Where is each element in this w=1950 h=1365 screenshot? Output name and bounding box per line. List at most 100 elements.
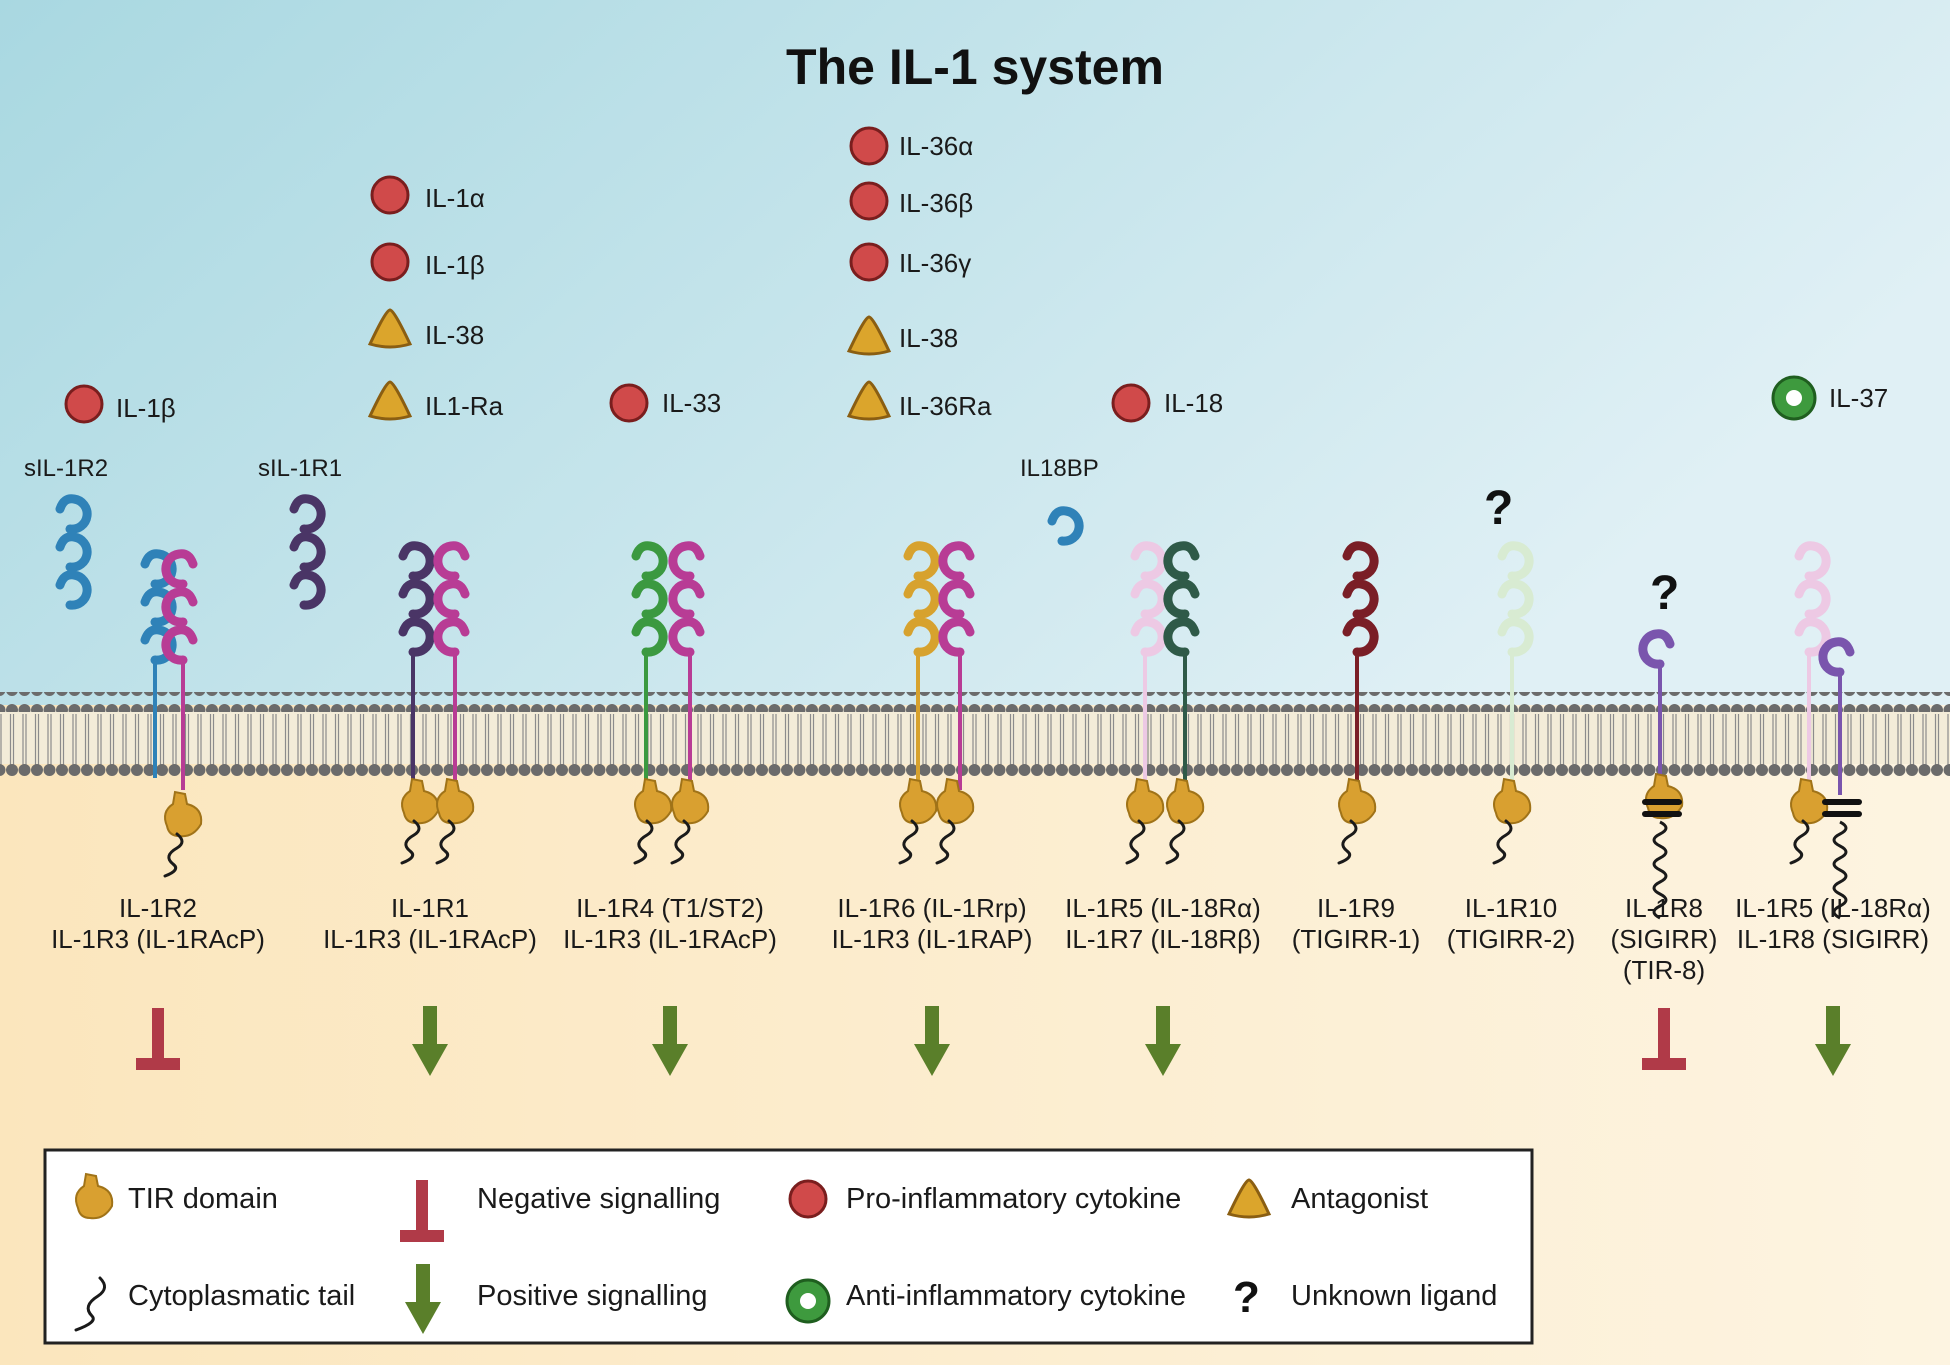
ligand-label-il1b: IL-1β bbox=[425, 250, 485, 280]
legend-tail-icon bbox=[74, 1276, 106, 1332]
positive-signal-arrow bbox=[1815, 1006, 1851, 1076]
receptor-label-line: IL-1R10 bbox=[1464, 893, 1558, 923]
cytoplasmic-tail bbox=[670, 819, 691, 865]
receptor-label-line: IL-1R8 (SIGIRR) bbox=[1736, 924, 1930, 954]
tir-shape bbox=[436, 777, 475, 825]
receptor-il1r9 bbox=[1342, 541, 1379, 790]
soluble-receptor-sil1r1 bbox=[289, 494, 326, 610]
ig-domain bbox=[433, 541, 470, 657]
ligand-il1a bbox=[370, 175, 410, 215]
cytoplasmic-tail bbox=[435, 819, 456, 865]
tir-domain bbox=[634, 777, 673, 825]
ig-domain bbox=[1638, 629, 1675, 669]
ig-domain bbox=[1342, 541, 1379, 657]
receptor-label: IL-1R4 (T1/ST2)IL-1R3 (IL-1RAcP) bbox=[520, 893, 820, 955]
cell-membrane bbox=[0, 692, 1950, 778]
ig-domain bbox=[289, 494, 326, 610]
receptor-il1r5-b bbox=[1794, 541, 1831, 790]
cytoplasmic-tail bbox=[163, 832, 184, 878]
receptor-label-line: (TIGIRR-2) bbox=[1446, 924, 1576, 954]
soluble-receptor-sil1r2 bbox=[55, 494, 92, 610]
ig-domain bbox=[938, 541, 975, 657]
band bbox=[1642, 811, 1682, 817]
tir-shape bbox=[671, 777, 710, 825]
tir-shape bbox=[1338, 777, 1377, 825]
legend-unknown-icon: ? bbox=[1233, 1273, 1260, 1322]
receptor-label: IL-1R5 (IL-18Rα)IL-1R8 (SIGIRR) bbox=[1683, 893, 1950, 955]
receptor-il1r3-a bbox=[161, 549, 198, 790]
legend-positive-icon bbox=[405, 1264, 441, 1334]
ig-domain bbox=[1794, 541, 1831, 657]
tir-shape bbox=[936, 777, 975, 825]
receptor-il1r7 bbox=[1163, 541, 1200, 790]
legend-label-pro: Pro-inflammatory cytokine bbox=[846, 1183, 1182, 1215]
ig-domain bbox=[398, 541, 435, 657]
tir-shape bbox=[899, 777, 938, 825]
ligand-label-il37: IL-37 bbox=[1829, 383, 1889, 413]
ligand-label-il1b-left: IL-1β bbox=[116, 393, 176, 423]
ligand-il38 bbox=[367, 308, 413, 349]
cytoplasmic-tail bbox=[1337, 819, 1358, 865]
ig-domain bbox=[1163, 541, 1200, 657]
receptor-label-line: IL-1R4 (T1/ST2) bbox=[576, 893, 764, 923]
ig-domain bbox=[1818, 637, 1855, 677]
receptor-layer bbox=[55, 494, 1862, 920]
tir-shape bbox=[1126, 777, 1165, 825]
legend-label-tir: TIR domain bbox=[128, 1183, 278, 1215]
receptor-label-line: IL-1R9 bbox=[1316, 893, 1396, 923]
legend-negative-icon bbox=[400, 1180, 444, 1242]
receptor-il1r8 bbox=[1638, 629, 1675, 795]
legend-label-antagonist: Antagonist bbox=[1291, 1183, 1429, 1215]
ligand-label-il18: IL-18 bbox=[1164, 388, 1224, 418]
receptor-label-line: IL-1R6 (IL-1Rrp) bbox=[837, 893, 1027, 923]
tir-domain bbox=[899, 777, 938, 825]
cytoplasmic-tail bbox=[935, 819, 956, 865]
tir-domain-il1r8 bbox=[1645, 772, 1684, 820]
receptor-label-line: IL-1R3 (IL-1RAP) bbox=[831, 924, 1033, 954]
legend-label-unknown: Unknown ligand bbox=[1291, 1280, 1498, 1312]
cytoplasmic-tail-il1r8 bbox=[1652, 820, 1668, 920]
tir-domain bbox=[1338, 777, 1377, 825]
receptor-label: IL-1R9(TIGIRR-1) bbox=[1206, 893, 1506, 955]
tir-domain bbox=[1166, 777, 1205, 825]
bar-base bbox=[136, 1058, 180, 1070]
receptor-label-line: IL-1R1 bbox=[390, 893, 470, 923]
ligand-il36g bbox=[849, 242, 889, 282]
tir-shape bbox=[1493, 777, 1532, 825]
cytoplasmic-tail bbox=[898, 819, 919, 865]
receptor-il1r3-d bbox=[938, 541, 975, 790]
tir-domain bbox=[936, 777, 975, 825]
band bbox=[1642, 799, 1682, 805]
cytoplasmic-tail bbox=[633, 819, 654, 865]
receptor-il1r10 bbox=[1497, 541, 1534, 790]
legend-label-tail: Cytoplasmatic tail bbox=[128, 1280, 356, 1312]
legend-box bbox=[43, 1148, 1534, 1345]
receptor-label-line: IL-1R3 (IL-1RAcP) bbox=[563, 924, 777, 954]
positive-signal-arrow bbox=[914, 1006, 950, 1076]
tir-domain bbox=[1493, 777, 1532, 825]
ligand-label-il1ra: IL1-Ra bbox=[425, 391, 504, 421]
band bbox=[1822, 811, 1862, 817]
positive-signal-arrow bbox=[652, 1006, 688, 1076]
ligand-il36a bbox=[849, 126, 889, 166]
receptor-il1r6 bbox=[903, 541, 940, 790]
ligand-label-il36a: IL-36α bbox=[899, 131, 974, 161]
ligand-label-il33: IL-33 bbox=[662, 388, 722, 418]
ligand-il1b-left bbox=[64, 384, 104, 424]
ig-domain bbox=[631, 541, 668, 657]
ligand-il36ra bbox=[846, 380, 892, 421]
receptor-label-line: IL-1R7 (IL-18Rβ) bbox=[1065, 924, 1261, 954]
ligand-layer bbox=[64, 126, 1817, 424]
cytoplasmic-tail bbox=[1125, 819, 1146, 865]
ig-domain bbox=[1047, 506, 1084, 546]
positive-signal-arrow bbox=[1145, 1006, 1181, 1076]
signal-layer bbox=[136, 1006, 1851, 1076]
cytoplasmic-tail bbox=[1492, 819, 1513, 865]
receptor-label-line: IL-1R5 (IL-18Rα) bbox=[1735, 893, 1931, 923]
bar-stem bbox=[416, 1180, 428, 1236]
tir-domain bbox=[436, 777, 475, 825]
tir-shape bbox=[164, 790, 203, 838]
